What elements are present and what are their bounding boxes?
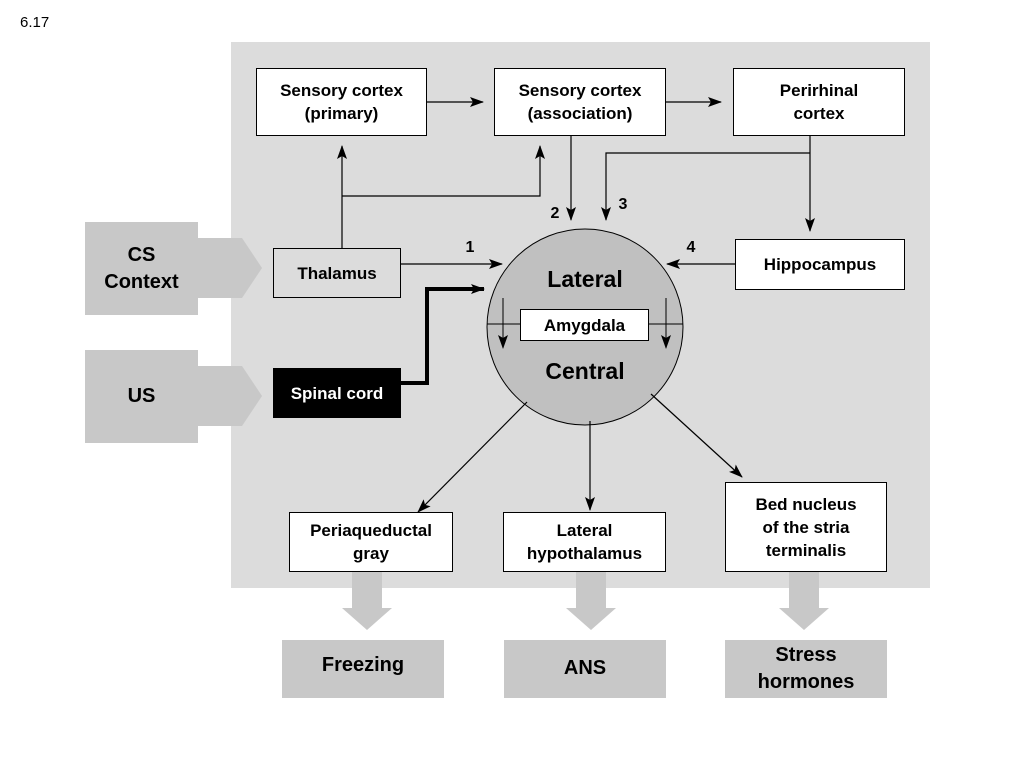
hippocampus-box: Hippocampus [735, 239, 905, 290]
sensory-cortex-association-label: Sensory cortex (association) [518, 81, 642, 123]
sensory-cortex-association-box: Sensory cortex (association) [494, 68, 666, 136]
periaqueductal-gray-label: Periaqueductal gray [310, 521, 432, 563]
stress-hormones-box [725, 640, 887, 698]
cs-context-input-arrow [85, 222, 262, 315]
ans-label: ANS [563, 656, 607, 679]
ans-box [504, 640, 666, 698]
stress-hormones-label: Stress hormones [757, 644, 855, 693]
pathway-number-3: 3 [618, 196, 628, 213]
perirhinal-cortex-box: Perirhinal cortex [733, 68, 905, 136]
thalamus-to-association-arrow [342, 145, 545, 197]
stress-output-arrow [779, 572, 829, 630]
pathway-number-4: 4 [686, 239, 696, 256]
amygdala-label-box: Amygdala [520, 309, 649, 341]
amygdala-central-label: Central [545, 357, 625, 384]
pathway-number-2: 2 [550, 205, 560, 222]
freezing-output-arrow [342, 572, 392, 630]
spinal-cord-to-amygdala-arrow [401, 284, 485, 385]
ans-output-arrow [566, 572, 616, 630]
bed-nucleus-label: Bed nucleus of the stria terminalis [755, 494, 857, 560]
central-to-bed-nucleus-arrow [650, 393, 743, 478]
lateral-hypothalamus-label: Lateral hypothalamus [526, 521, 643, 563]
freezing-label: Freezing [321, 653, 405, 676]
thalamus-label: Thalamus [297, 263, 377, 283]
lateral-hypothalamus-box: Lateral hypothalamus [503, 512, 666, 572]
us-input-arrow [85, 350, 262, 443]
sensory-cortex-primary-box: Sensory cortex (primary) [256, 68, 427, 136]
periaqueductal-gray-box: Periaqueductal gray [289, 512, 453, 572]
pathway-number-1: 1 [465, 239, 475, 256]
cs-context-label: CS Context [104, 243, 179, 293]
spinal-cord-box: Spinal cord [273, 368, 401, 418]
amygdala-lateral-label: Lateral [547, 265, 623, 292]
perirhinal-cortex-label: Perirhinal cortex [779, 81, 859, 123]
amygdala-label: Amygdala [543, 315, 626, 335]
thalamus-box: Thalamus [273, 248, 401, 298]
us-label: US [127, 385, 156, 407]
bed-nucleus-box: Bed nucleus of the stria terminalis [725, 482, 887, 572]
pathway-3-arrow [601, 152, 810, 221]
figure-label: 6.17 [20, 14, 50, 31]
spinal-cord-label: Spinal cord [290, 383, 384, 403]
hippocampus-label: Hippocampus [763, 255, 877, 274]
freezing-box [282, 640, 444, 698]
central-to-periaqueductal-arrow [417, 401, 528, 513]
sensory-cortex-primary-label: Sensory cortex (primary) [280, 81, 403, 123]
